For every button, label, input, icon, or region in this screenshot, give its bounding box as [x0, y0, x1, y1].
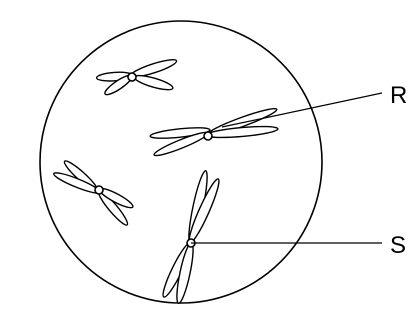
chromosome-r — [150, 105, 279, 159]
label-r: R — [390, 82, 407, 109]
chromosome-small-left — [52, 158, 135, 227]
label-s: S — [390, 232, 406, 259]
chromosome-small-top — [95, 56, 183, 107]
label-r-pointer — [222, 93, 382, 127]
chromosome-s — [159, 170, 222, 305]
